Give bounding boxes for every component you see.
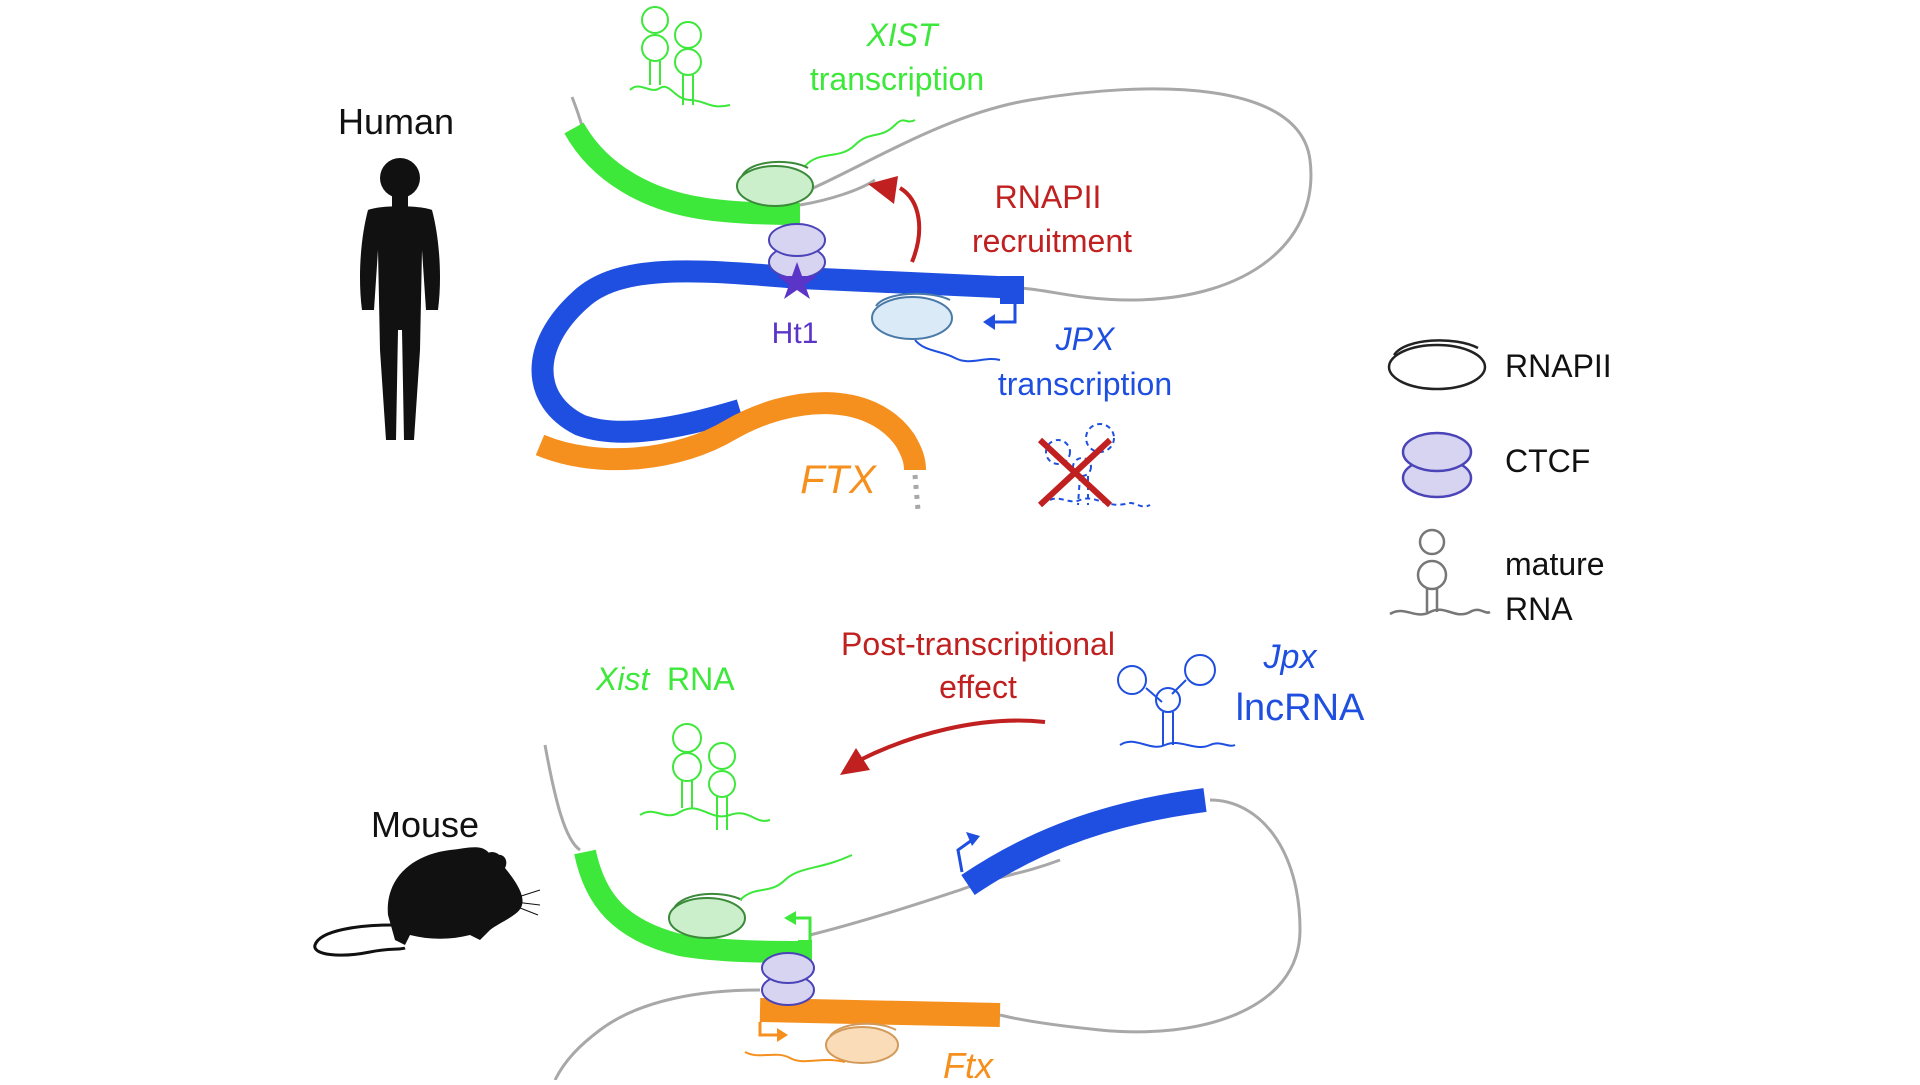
jpx-nascent-rna — [914, 339, 1001, 363]
rnapii-recruitment-arrowhead — [868, 176, 898, 204]
rnapii-ftx-mouse — [825, 1022, 899, 1064]
ftx-gene-label-mouse: Ftx — [943, 1045, 995, 1080]
post-transcriptional-label-2: effect — [939, 669, 1017, 705]
xist-mature-rna-mouse — [639, 723, 771, 830]
post-transcriptional-arrow — [859, 718, 1046, 762]
xist-rna-label-mouse: RNA — [667, 661, 735, 697]
ftx-gene-human — [535, 392, 926, 471]
jpx-promoter-arrowhead — [983, 314, 995, 330]
xist-gene-human — [564, 122, 801, 225]
xist-promoter-arrowhead — [784, 911, 796, 925]
post-transcriptional-label-1: Post-transcriptional — [841, 626, 1115, 662]
mouse-silhouette-icon — [313, 847, 541, 957]
rnapii-jpx-human — [871, 292, 953, 340]
jpx-lncrna-label: lncRNA — [1236, 687, 1365, 729]
ctcf-mouse — [761, 952, 815, 1006]
mouse-dna-upper — [543, 744, 1302, 1034]
star-icon — [777, 262, 817, 299]
human-silhouette-icon — [360, 158, 440, 440]
ftx-gene-mouse — [759, 998, 1001, 1027]
ftx-gene-dots — [912, 474, 921, 511]
jpx-gene-human — [531, 260, 1021, 443]
rnapii-recruitment-label-1: RNAPII — [995, 179, 1102, 215]
mouse-dna-lower — [553, 988, 761, 1081]
ftx-gene-label-human: FTX — [800, 458, 877, 502]
jpx-gene-label-human: JPX — [1055, 321, 1116, 357]
mouse-panel: Mouse Xist RNA Post-transcriptional effe… — [313, 626, 1365, 1085]
legend-ctcf-label: CTCF — [1505, 443, 1590, 479]
ht1-label: Ht1 — [772, 317, 819, 350]
xist-italic-mouse: Xist — [595, 661, 650, 697]
jpx-lncrna-structure — [1117, 654, 1236, 748]
ftx-nascent-rna-mouse — [744, 1051, 846, 1063]
xist-gene-human-tail — [799, 178, 876, 207]
xist-promoter-arrow — [792, 916, 812, 940]
xist-mature-rna-human — [629, 6, 731, 108]
jpx-gene-mouse — [961, 788, 1207, 895]
xist-transcription-label: transcription — [810, 61, 984, 97]
legend-mature-label-1: mature — [1505, 546, 1605, 582]
red-x-icon — [1037, 437, 1113, 508]
xist-gene-label-mouse: Xist — [595, 661, 650, 697]
legend-mature-label-2: RNA — [1505, 591, 1573, 627]
legend-rnapii-label: RNAPII — [1505, 348, 1612, 384]
post-transcriptional-arrowhead — [840, 748, 870, 775]
promoter-arrow-icon — [990, 304, 1017, 324]
ctcf-icon — [1401, 431, 1473, 499]
xist-nascent-rna — [804, 119, 916, 167]
rnapii-recruitment-arrow — [898, 186, 922, 263]
legend: RNAPII CTCF mature RNA — [1387, 339, 1612, 627]
jpx-promoter-arrowhead-mouse — [966, 832, 980, 846]
jpx-promoter-arrow — [956, 838, 973, 873]
human-label: Human — [338, 101, 454, 142]
xist-gene-mouse — [574, 849, 811, 963]
rnapii-xist-human — [736, 160, 814, 207]
jpx-transcription-label: transcription — [998, 366, 1172, 402]
mature-rna-icon — [1389, 528, 1491, 616]
xist-nascent-rna-mouse — [739, 854, 853, 901]
jpx-gene-label-mouse: Jpx — [1263, 638, 1318, 676]
rnapii-icon — [1387, 339, 1487, 391]
rnapii-recruitment-label-2: recruitment — [972, 223, 1132, 259]
mouse-label: Mouse — [371, 804, 479, 845]
rnapii-xist-mouse — [668, 892, 746, 939]
xist-gene-label-human: XIST — [865, 17, 940, 53]
jpx-gene-end — [1000, 276, 1024, 304]
ftx-promoter-arrow — [758, 1022, 780, 1037]
human-panel: Human XIST transcription RNAPII recruitm… — [338, 6, 1313, 511]
ftx-promoter-arrowhead — [777, 1028, 788, 1042]
